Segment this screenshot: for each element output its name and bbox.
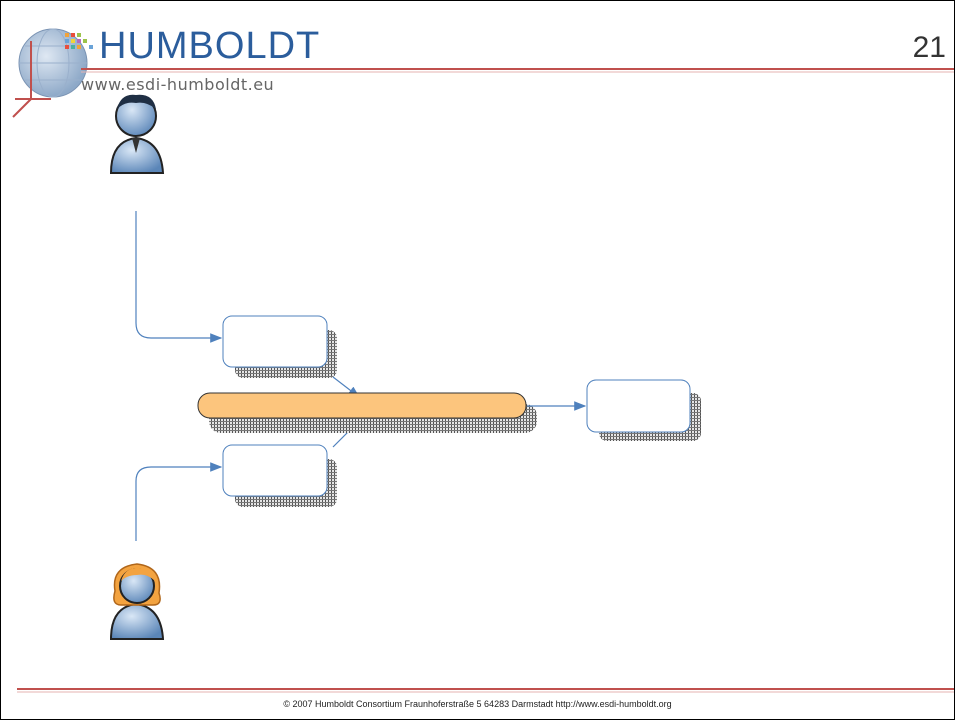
header-rule (81, 68, 954, 73)
globe-logo-icon (12, 28, 88, 118)
lower-box (222, 444, 337, 507)
process-bar (197, 392, 537, 433)
logo-title: HUMBOLDT (99, 25, 321, 67)
person-female-icon (109, 563, 165, 640)
slide-number: 21 (912, 31, 946, 64)
logo-url: www.esdi-humboldt.eu (81, 75, 275, 94)
connector-bottom (135, 462, 223, 541)
connector-top (135, 211, 223, 343)
upper-box (222, 315, 337, 378)
footer-rule (17, 688, 954, 693)
output-box (586, 379, 701, 441)
person-male-icon (109, 94, 165, 174)
footer-text: © 2007 Humboldt Consortium Fraunhoferstr… (283, 699, 672, 709)
logo-dots-icon (65, 33, 93, 49)
